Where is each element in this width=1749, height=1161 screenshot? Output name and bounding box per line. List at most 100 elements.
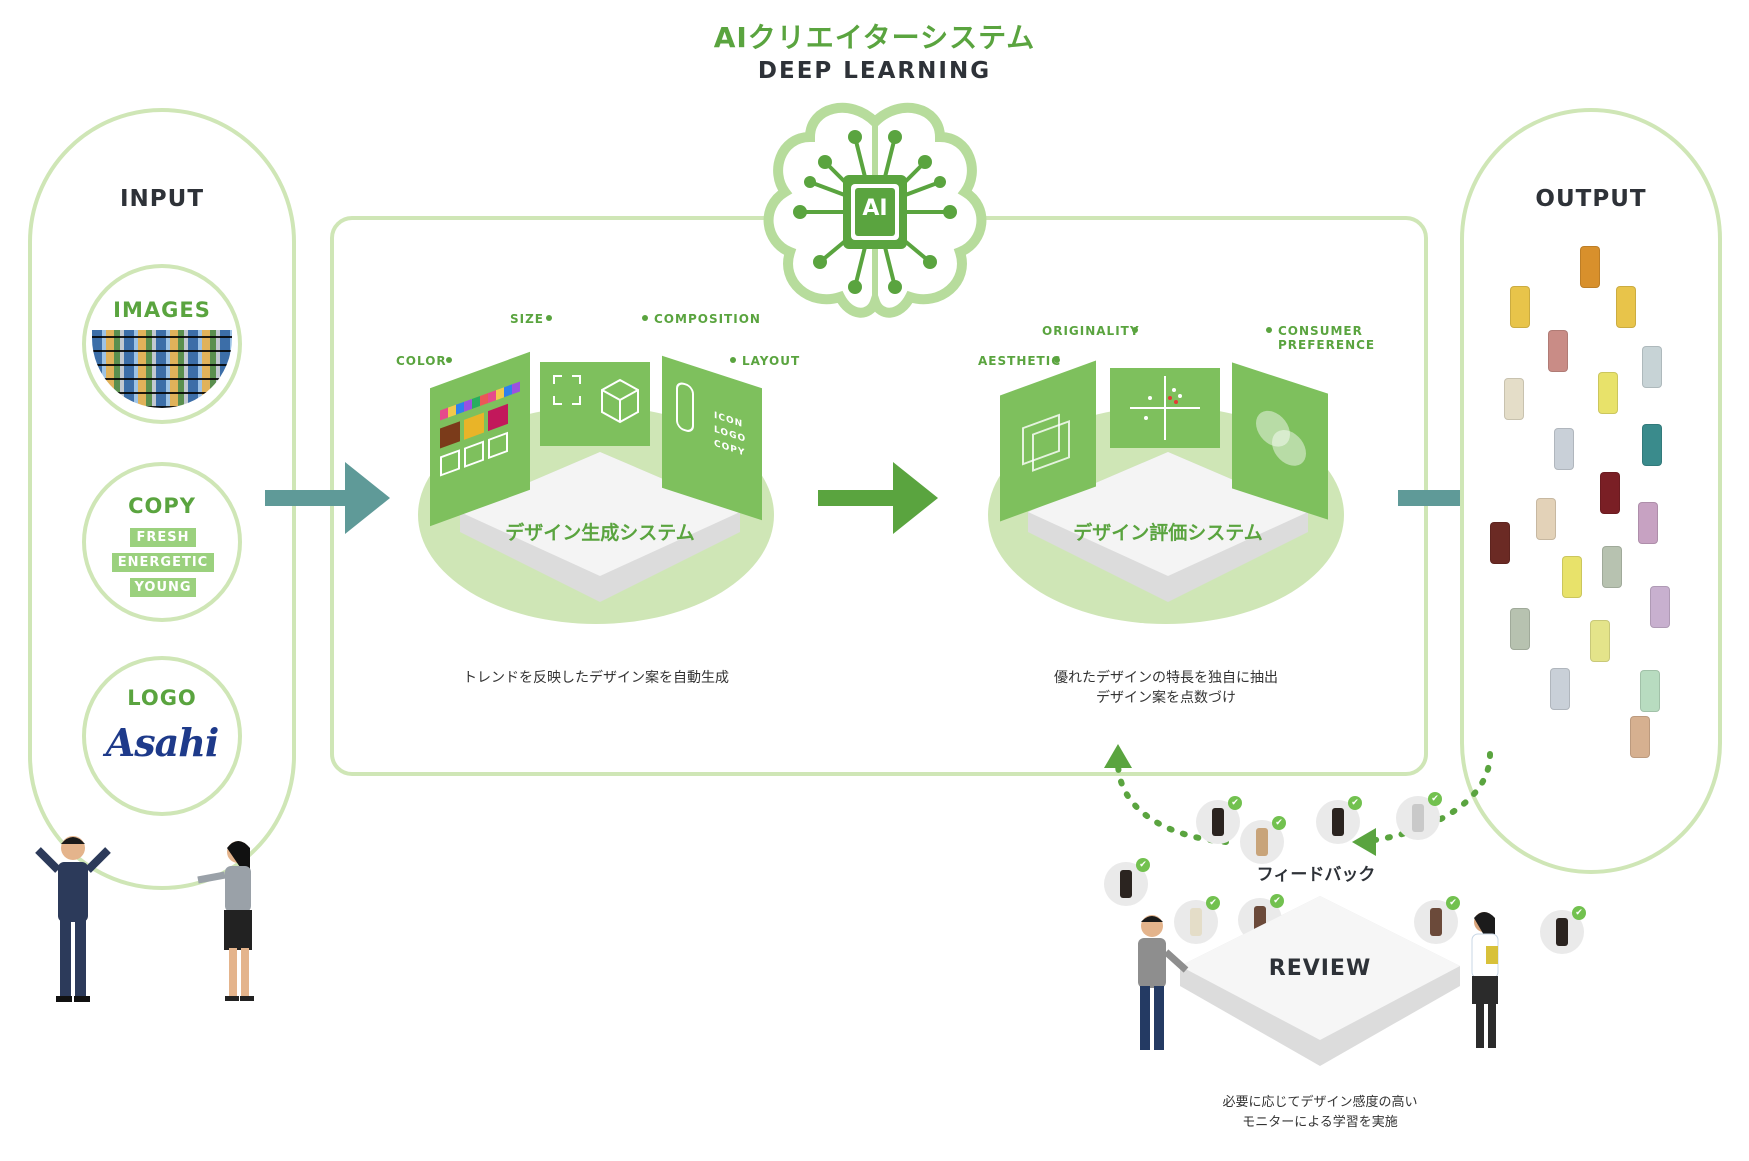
- label-dot: [546, 315, 552, 321]
- mini-can-icon: [1430, 908, 1442, 936]
- like-badge-icon: ✔: [1572, 906, 1586, 920]
- feedback-can: ✔: [1396, 792, 1442, 840]
- output-can: [1554, 428, 1574, 470]
- like-badge-icon: ✔: [1270, 894, 1284, 908]
- feedback-can: ✔: [1104, 858, 1150, 906]
- copy-tag-fresh: FRESH: [130, 528, 196, 547]
- label-originality: ORIGINALITY: [1042, 324, 1140, 338]
- label-aesthetic: AESTHETIC: [978, 354, 1062, 368]
- like-badge-icon: ✔: [1272, 816, 1286, 830]
- color-swatch: [488, 403, 508, 432]
- evaluation-platform-label: デザイン評価システム: [1073, 522, 1263, 544]
- diagram-title: AIクリエイターシステム: [713, 21, 1036, 54]
- copy-circle: COPY FRESH ENERGETIC YOUNG: [82, 462, 242, 622]
- output-can-grid: [1490, 246, 1690, 806]
- label-dot: [446, 357, 452, 363]
- color-swatch-empty: [488, 431, 508, 460]
- output-column: [1460, 108, 1722, 874]
- color-swatch: [440, 421, 460, 449]
- mini-can-icon: [1212, 808, 1224, 836]
- output-can: [1548, 330, 1568, 372]
- label-consumer: CONSUMER: [1278, 324, 1363, 338]
- people-illustration-left: [28, 830, 268, 1030]
- color-swatch: [464, 412, 484, 440]
- copy-label: COPY: [128, 494, 196, 518]
- generation-to-evaluation-arrow: [818, 462, 938, 534]
- feedback-can: ✔: [1174, 896, 1220, 944]
- like-badge-icon: ✔: [1428, 792, 1442, 806]
- mini-can-icon: [1332, 808, 1344, 836]
- copy-tag-energetic: ENERGETIC: [112, 553, 214, 572]
- label-dot: [642, 315, 648, 321]
- output-can: [1536, 498, 1556, 540]
- review-caption-line-1: 必要に応じてデザイン感度の高い: [1222, 1095, 1418, 1110]
- mini-can-icon: [1556, 918, 1568, 946]
- size-composition-panel: [540, 362, 650, 446]
- label-dot: [1266, 327, 1272, 333]
- diagram-subtitle: DEEP LEARNING: [757, 58, 992, 84]
- mini-can-icon: [1256, 828, 1268, 856]
- color-swatch-empty: [464, 440, 484, 468]
- evaluation-caption-line-1: 優れたデザインの特長を独自に抽出: [1054, 670, 1278, 686]
- image-wall-icon: [92, 330, 232, 408]
- output-can: [1490, 522, 1510, 564]
- output-can: [1590, 620, 1610, 662]
- label-dot: [730, 357, 736, 363]
- venn-circle-icon: [1272, 425, 1306, 471]
- feedback-loop-arrows: [1090, 736, 1530, 872]
- like-badge-icon: ✔: [1136, 858, 1150, 872]
- images-label: IMAGES: [113, 298, 211, 322]
- output-can: [1638, 502, 1658, 544]
- logo-circle: LOGO Asahi: [82, 656, 242, 816]
- feedback-can: ✔: [1540, 906, 1586, 954]
- logo-label: LOGO: [127, 686, 197, 710]
- originality-panel: [1110, 368, 1220, 448]
- feedback-can: ✔: [1196, 796, 1242, 844]
- like-badge-icon: ✔: [1206, 896, 1220, 910]
- mini-can-icon: [1190, 908, 1202, 936]
- label-dot: [1054, 357, 1060, 363]
- output-can: [1600, 472, 1620, 514]
- images-circle: IMAGES: [82, 264, 242, 424]
- output-can: [1580, 246, 1600, 288]
- output-can: [1650, 586, 1670, 628]
- review-label: REVIEW: [1268, 956, 1372, 981]
- mini-can-icon: [1412, 804, 1424, 832]
- like-badge-icon: ✔: [1446, 896, 1460, 910]
- label-color: COLOR: [396, 354, 447, 368]
- output-can: [1504, 378, 1524, 420]
- output-can: [1510, 608, 1530, 650]
- reviewer-woman-illustration: [1450, 908, 1520, 1058]
- color-swatch-empty: [440, 449, 460, 477]
- label-preference: PREFERENCE: [1278, 338, 1376, 352]
- output-can: [1510, 286, 1530, 328]
- output-can: [1616, 286, 1636, 328]
- ai-chip-label: AI: [862, 196, 888, 221]
- like-badge-icon: ✔: [1348, 796, 1362, 810]
- output-can: [1598, 372, 1618, 414]
- output-can: [1562, 556, 1582, 598]
- evaluation-caption-line-2: デザイン案を点数づけ: [1096, 690, 1236, 706]
- generation-caption: トレンドを反映したデザイン案を自動生成: [463, 670, 729, 686]
- output-can: [1642, 424, 1662, 466]
- brain-icon: AI: [755, 92, 995, 332]
- label-composition: COMPOSITION: [654, 312, 761, 326]
- output-can: [1630, 716, 1650, 758]
- review-platform: REVIEW: [1180, 896, 1460, 1066]
- label-size: SIZE: [510, 312, 545, 326]
- output-can: [1550, 668, 1570, 710]
- feedback-label: フィードバック: [1256, 865, 1376, 885]
- feedback-can: ✔: [1240, 816, 1286, 864]
- feedback-can: ✔: [1316, 796, 1362, 844]
- can-outline-icon: [676, 380, 694, 435]
- generation-platform-label: デザイン生成システム: [505, 522, 695, 544]
- asahi-logo: Asahi: [105, 720, 220, 765]
- output-can: [1642, 346, 1662, 388]
- mini-can-icon: [1120, 870, 1132, 898]
- like-badge-icon: ✔: [1228, 796, 1242, 810]
- label-layout: LAYOUT: [742, 354, 801, 368]
- copy-tag-young: YOUNG: [130, 578, 196, 597]
- feedback-can: ✔: [1414, 896, 1460, 944]
- review-caption-line-2: モニターによる学習を実施: [1242, 1115, 1398, 1130]
- label-dot: [1132, 327, 1138, 333]
